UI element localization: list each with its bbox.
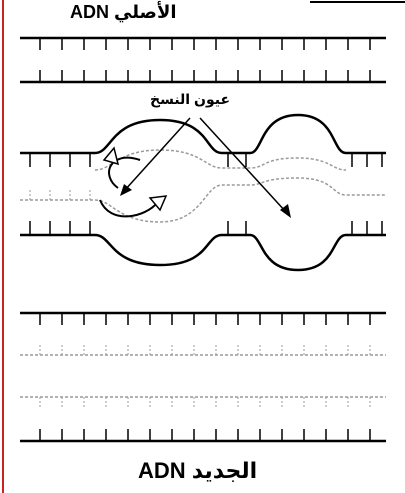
new-strand-lower bbox=[20, 178, 386, 222]
original-dna bbox=[20, 38, 386, 82]
pointer-arrow-left bbox=[125, 118, 190, 190]
pointer-arrow-right bbox=[200, 118, 286, 212]
rotation-arrowhead-top bbox=[104, 148, 118, 164]
parent-bottom-strand bbox=[20, 235, 386, 270]
original-top-ticks bbox=[40, 38, 370, 50]
rotation-arrow-bottom bbox=[100, 200, 158, 216]
replicating-dna bbox=[20, 115, 386, 270]
replication-ticks bbox=[30, 153, 382, 235]
new-dna-label: ADN الجديد bbox=[138, 458, 257, 484]
original-dna-label: ADN الأصلي bbox=[70, 2, 177, 23]
new-dna-ticks bbox=[40, 313, 370, 441]
pointer-arrowhead-left bbox=[120, 184, 132, 196]
new-dna bbox=[20, 313, 386, 441]
replication-eyes-label: عيون النسخ bbox=[150, 91, 230, 108]
pointer-arrowhead-right bbox=[280, 204, 291, 218]
original-bottom-ticks bbox=[40, 70, 370, 82]
